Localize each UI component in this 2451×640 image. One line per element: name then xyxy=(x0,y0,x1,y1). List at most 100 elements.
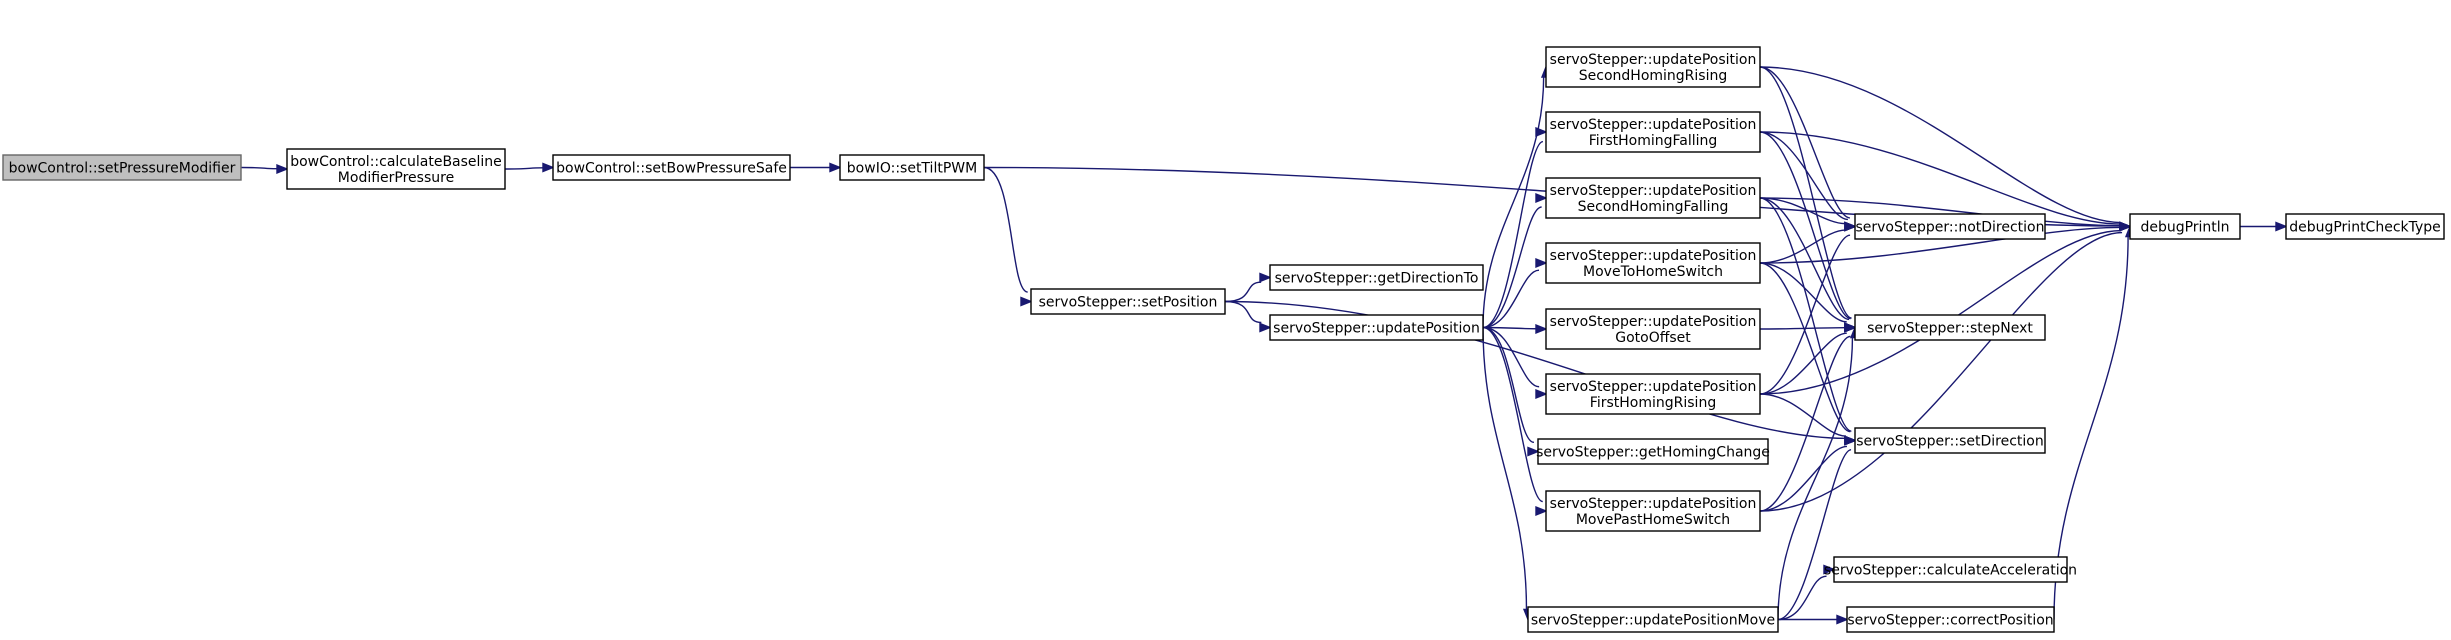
node-servostepper-gethomingchange[interactable]: servoStepper::getHomingChange xyxy=(1536,438,1770,465)
edge-line xyxy=(1759,131,2121,225)
edge-line xyxy=(1759,197,1846,225)
node-box[interactable] xyxy=(2,154,242,181)
edge-updatePosition-to-upMoveToHomeSwitch xyxy=(1482,257,1548,329)
edge-upSecondHomingRising-to-notDirection xyxy=(1759,66,1857,232)
node-box[interactable] xyxy=(1545,46,1761,88)
node-label: servoStepper::getHomingChange xyxy=(1536,445,1770,461)
edge-arrowhead xyxy=(542,162,555,173)
edge-arrowhead xyxy=(1844,435,1857,446)
node-label: MovePastHomeSwitch xyxy=(1576,512,1730,528)
node-label: servoStepper::updatePosition xyxy=(1550,496,1757,512)
node-servostepper-setdirection[interactable]: servoStepper::setDirection xyxy=(1854,427,2046,454)
node-label: bowIO::setTiltPWM xyxy=(847,161,977,177)
edge-updatePosition-to-upFirstHomingFalling xyxy=(1482,126,1548,329)
node-debugprintln[interactable]: debugPrintln xyxy=(2129,213,2241,240)
node-label: servoStepper::updatePosition xyxy=(1550,52,1757,68)
edge-calcBaseline-to-setBowPressureSafe xyxy=(504,162,555,173)
node-label: FirstHomingFalling xyxy=(1589,133,1718,149)
edge-upFirstHomingRising-to-stepNext xyxy=(1759,322,1857,395)
edge-arrowhead xyxy=(1535,505,1548,517)
node-box[interactable] xyxy=(1833,556,2068,583)
node-box[interactable] xyxy=(286,148,506,190)
node-label: servoStepper::setDirection xyxy=(1856,434,2043,450)
node-servostepper-setposition[interactable]: servoStepper::setPosition xyxy=(1030,288,1226,315)
edge-line xyxy=(1777,575,1827,621)
node-bowcontrol-calculatebaselinemodifierpressure[interactable]: bowControl::calculateBaselineModifierPre… xyxy=(286,148,506,190)
node-debugprintchecktype[interactable]: debugPrintCheckType xyxy=(2285,213,2445,240)
edge-line xyxy=(1759,226,2121,264)
node-box[interactable] xyxy=(1269,314,1484,341)
node-servostepper-correctposition[interactable]: servoStepper::correctPosition xyxy=(1846,606,2055,633)
node-box[interactable] xyxy=(1545,242,1761,284)
node-box[interactable] xyxy=(552,154,791,181)
node-box[interactable] xyxy=(1545,111,1761,153)
node-servostepper-updatepositionmovepasthomeswitch[interactable]: servoStepper::updatePositionMovePastHome… xyxy=(1545,490,1761,532)
node-box[interactable] xyxy=(1545,490,1761,532)
node-box[interactable] xyxy=(839,154,985,181)
node-label: debugPrintCheckType xyxy=(2289,220,2441,236)
node-label: servoStepper::updatePosition xyxy=(1550,117,1757,133)
node-box[interactable] xyxy=(1269,264,1484,291)
node-box[interactable] xyxy=(1854,213,2046,240)
node-label: MoveToHomeSwitch xyxy=(1583,264,1723,280)
node-servostepper-updatepositionsecondhomingrising[interactable]: servoStepper::updatePositionSecondHoming… xyxy=(1545,46,1761,88)
edge-line xyxy=(1759,229,1846,264)
node-label: servoStepper::notDirection xyxy=(1855,220,2044,236)
edge-upMovePastHomeSwitch-to-stepNext xyxy=(1759,322,1857,512)
node-servostepper-updateposition[interactable]: servoStepper::updatePosition xyxy=(1269,314,1484,341)
edge-updatePosition-to-upSecondHomingFalling xyxy=(1482,192,1548,329)
node-box[interactable] xyxy=(1854,427,2046,454)
node-box[interactable] xyxy=(2129,213,2241,240)
node-bowcontrol-setbowpressuresafe[interactable]: bowControl::setBowPressureSafe xyxy=(552,154,791,181)
call-graph-edges xyxy=(240,65,2288,625)
node-bowcontrol-setpressuremodifier[interactable]: bowControl::setPressureModifier xyxy=(2,154,242,181)
node-box[interactable] xyxy=(1545,373,1761,415)
edge-line xyxy=(504,167,544,170)
node-servostepper-updatepositionmovetohomeswitch[interactable]: servoStepper::updatePositionMoveToHomeSw… xyxy=(1545,242,1761,284)
edge-arrowhead xyxy=(1527,446,1540,457)
edge-line xyxy=(1759,445,1848,512)
edge-updatePosition-to-upGotoOffset xyxy=(1482,323,1548,335)
node-servostepper-stepnext[interactable]: servoStepper::stepNext xyxy=(1854,314,2046,341)
edge-arrowhead xyxy=(1259,322,1272,333)
edge-arrowhead xyxy=(1535,388,1548,400)
node-servostepper-updatepositionmove[interactable]: servoStepper::updatePositionMove xyxy=(1527,606,1779,633)
node-box[interactable] xyxy=(1854,314,2046,341)
node-servostepper-notdirection[interactable]: servoStepper::notDirection xyxy=(1854,213,2046,240)
edge-line xyxy=(1482,269,1540,329)
node-box[interactable] xyxy=(1527,606,1779,633)
edge-updatePosition-to-upMovePastHomeSwitch xyxy=(1482,326,1548,517)
node-box[interactable] xyxy=(1545,177,1761,219)
edge-line xyxy=(1759,197,2121,227)
edge-arrowhead xyxy=(276,163,289,175)
node-label: servoStepper::updatePosition xyxy=(1550,314,1757,330)
node-box[interactable] xyxy=(1545,308,1761,350)
node-servostepper-updatepositionsecondhomingfalling[interactable]: servoStepper::updatePositionSecondHoming… xyxy=(1545,177,1761,219)
edge-upMovePastHomeSwitch-to-debugPrintln xyxy=(1759,221,2132,512)
node-servostepper-getdirectionto[interactable]: servoStepper::getDirectionTo xyxy=(1269,264,1484,291)
node-servostepper-updatepositionfirsthomingfalling[interactable]: servoStepper::updatePositionFirstHomingF… xyxy=(1545,111,1761,153)
edge-line xyxy=(1777,448,1852,621)
edge-line xyxy=(1759,131,1851,320)
edge-line xyxy=(1482,326,1537,330)
edge-line xyxy=(1759,231,2123,512)
edge-line xyxy=(1759,335,1851,512)
edge-arrowhead xyxy=(1535,192,1548,204)
node-box[interactable] xyxy=(2285,213,2445,240)
edge-line xyxy=(1482,326,1544,503)
node-label: debugPrintln xyxy=(2140,220,2229,236)
node-box[interactable] xyxy=(1537,438,1769,465)
edge-arrowhead xyxy=(1844,322,1857,333)
node-label: SecondHomingFalling xyxy=(1578,199,1729,215)
node-servostepper-updatepositionfirsthomingrising[interactable]: servoStepper::updatePositionFirstHomingR… xyxy=(1545,373,1761,415)
node-box[interactable] xyxy=(1846,606,2055,633)
node-servostepper-calculateacceleration[interactable]: servoStepper::calculateAcceleration xyxy=(1824,556,2077,583)
node-bowio-settiltpwm[interactable]: bowIO::setTiltPWM xyxy=(839,154,985,181)
edge-setPosition-to-getDirectionTo xyxy=(1224,272,1272,303)
node-label: servoStepper::stepNext xyxy=(1867,321,2033,337)
node-box[interactable] xyxy=(1030,288,1226,315)
edge-line xyxy=(1777,337,1854,620)
edge-arrowhead xyxy=(1259,272,1272,283)
